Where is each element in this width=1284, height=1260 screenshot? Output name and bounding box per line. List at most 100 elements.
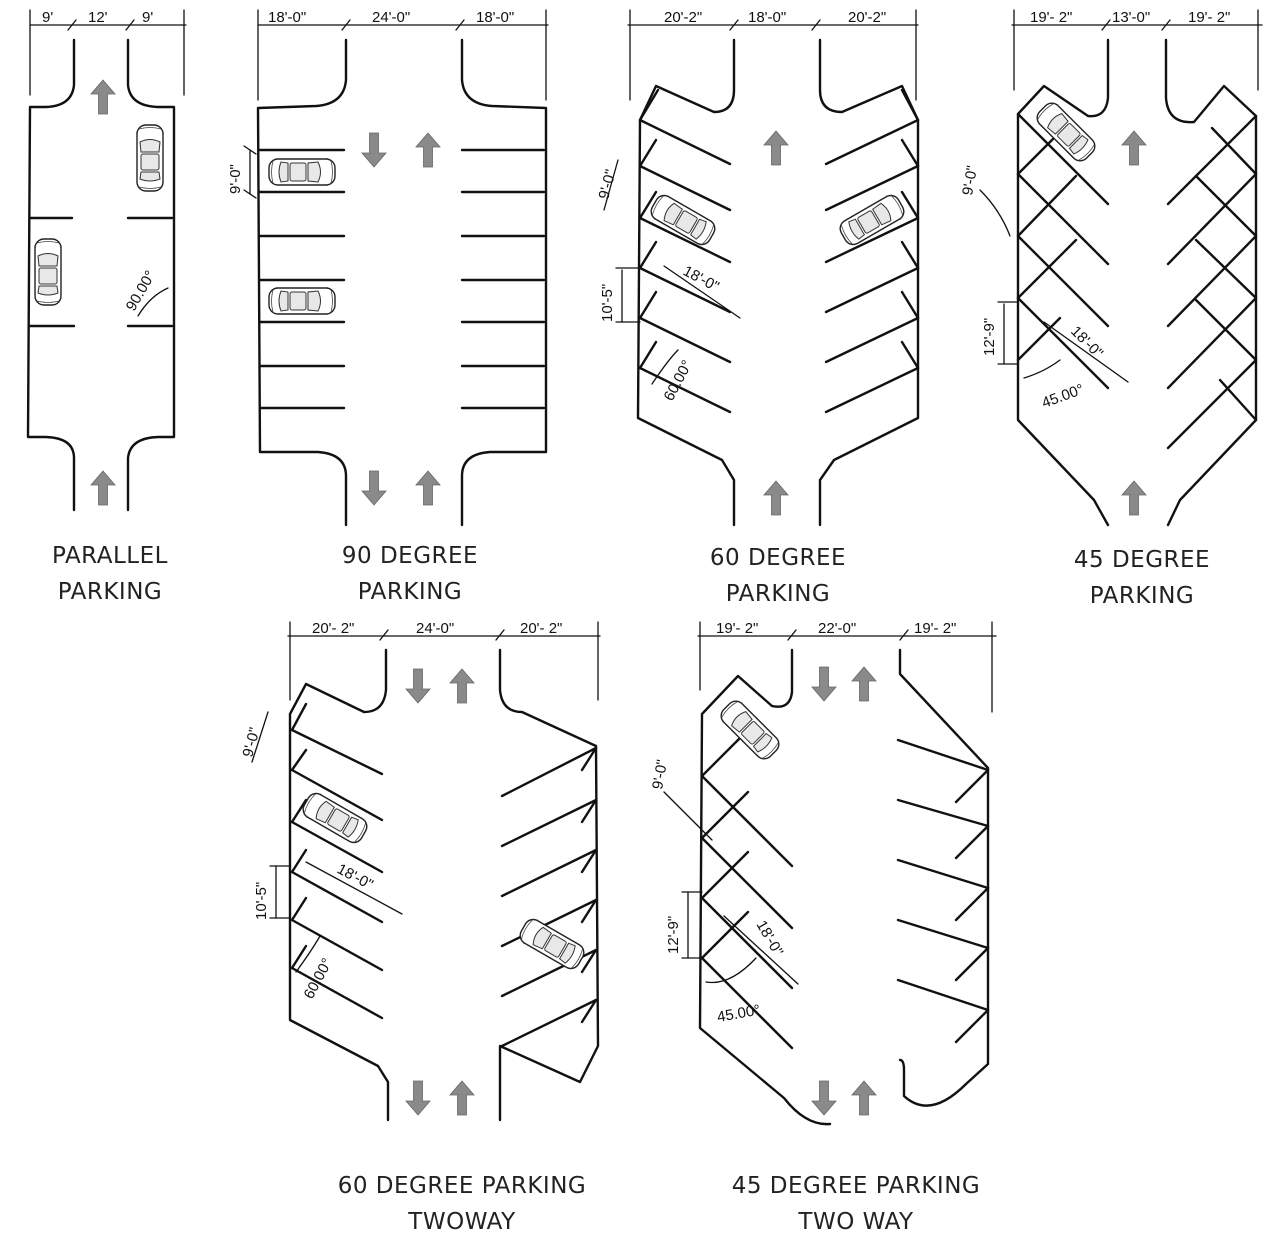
stall-length-dimension: 18'-0" bbox=[723, 915, 799, 985]
dimension-label: 19'- 2" bbox=[1030, 9, 1072, 26]
dimension-line: 19'- 2" 13'-0" 19'- 2" bbox=[1011, 9, 1263, 91]
angle-arc bbox=[1023, 359, 1061, 379]
angle-arc bbox=[295, 935, 321, 973]
stall-depth-dimension: 12'-9" bbox=[981, 301, 1019, 365]
car-top-view-icon bbox=[298, 788, 372, 848]
dimension-label: 13'-0" bbox=[1112, 9, 1150, 26]
caption-line: PARKING bbox=[1089, 583, 1195, 609]
lot-outline bbox=[698, 648, 990, 1126]
parallel-parking-layout: 9' 12' 9' 90.00° bbox=[26, 9, 187, 512]
stall-depth-dimension: 12'-9" bbox=[665, 891, 703, 959]
caption-line: PARKING bbox=[725, 581, 831, 607]
dimension-label: 24'-0" bbox=[416, 620, 454, 637]
traffic-direction-arrow-icon bbox=[415, 132, 441, 168]
lot-outline bbox=[636, 38, 920, 527]
traffic-direction-arrow-icon bbox=[763, 130, 789, 166]
layout-caption-90-degree: 90 DEGREE PARKING bbox=[310, 538, 510, 610]
dimension-label: 12'-9" bbox=[981, 318, 998, 356]
traffic-direction-arrow-icon bbox=[1121, 130, 1147, 166]
traffic-direction-arrow-icon bbox=[405, 668, 431, 704]
stall-width-dimension: 9'-0" bbox=[649, 758, 713, 841]
dimension-line: 9' 12' 9' bbox=[29, 9, 187, 96]
dimension-label: 18'-0" bbox=[268, 9, 306, 26]
lot-outline bbox=[256, 38, 548, 527]
angle-label: 90.00° bbox=[123, 268, 159, 314]
stall-length-dimension: 18'-0" bbox=[1043, 321, 1129, 383]
caption-line: 60 DEGREE PARKING bbox=[337, 1173, 587, 1199]
dimension-line: 20'-2" 18'-0" 20'-2" bbox=[627, 9, 919, 101]
layout-caption-45-degree-two-way: 45 DEGREE PARKING TWO WAY bbox=[706, 1168, 1006, 1240]
caption-line: PARKING bbox=[357, 579, 463, 605]
layout-caption-60-degree-two-way: 60 DEGREE PARKING TWOWAY bbox=[312, 1168, 612, 1240]
traffic-direction-arrow-icon bbox=[763, 480, 789, 516]
car-top-view-icon bbox=[268, 157, 336, 187]
angle-label: 45.00° bbox=[716, 1002, 762, 1026]
stall-width-dimension: 9'-0" bbox=[239, 711, 269, 763]
stall-width-dimension: 9'-0" bbox=[959, 164, 1011, 237]
dimension-label: 22'-0" bbox=[818, 620, 856, 637]
car-top-view-icon bbox=[1032, 98, 1100, 166]
caption-line: TWO WAY bbox=[798, 1209, 914, 1235]
traffic-direction-arrow-icon bbox=[90, 470, 116, 506]
traffic-direction-arrow-icon bbox=[851, 1080, 877, 1116]
stall-lines bbox=[290, 702, 598, 1048]
dimension-line: 20'- 2" 24'-0" 20'- 2" bbox=[287, 620, 601, 701]
layout-caption-45-degree: 45 DEGREE PARKING bbox=[1042, 542, 1242, 614]
stall-lines bbox=[700, 732, 990, 1050]
traffic-direction-arrow-icon bbox=[811, 666, 837, 702]
stall-lines bbox=[1016, 112, 1258, 450]
traffic-direction-arrow-icon bbox=[851, 666, 877, 702]
traffic-direction-arrow-icon bbox=[90, 79, 116, 115]
traffic-direction-arrow-icon bbox=[449, 1080, 475, 1116]
dimension-label: 10'-5" bbox=[599, 284, 616, 322]
dimension-label: 20'-2" bbox=[848, 9, 886, 26]
dimension-label: 9'-0" bbox=[227, 164, 244, 194]
dimension-label: 9'-0" bbox=[959, 164, 981, 196]
traffic-direction-arrow-icon bbox=[405, 1080, 431, 1116]
dimension-label: 18'-0" bbox=[748, 9, 786, 26]
60-degree-two-way-parking-layout: 20'- 2" 24'-0" 20'- 2" 9'-0" 10'-5" bbox=[239, 620, 601, 1122]
caption-line: 60 DEGREE bbox=[709, 545, 847, 571]
dimension-label: 20'- 2" bbox=[520, 620, 562, 637]
traffic-direction-arrow-icon bbox=[449, 668, 475, 704]
dimension-label: 19'- 2" bbox=[716, 620, 758, 637]
caption-line: PARALLEL bbox=[52, 543, 168, 569]
car-top-view-icon bbox=[33, 238, 63, 306]
dimension-label: 10'-5" bbox=[253, 882, 270, 920]
layout-caption-parallel: PARALLEL PARKING bbox=[20, 538, 200, 610]
stall-lines bbox=[258, 148, 546, 410]
dimension-label: 9'-0" bbox=[649, 758, 671, 790]
traffic-direction-arrow-icon bbox=[361, 132, 387, 168]
60-degree-parking-layout: 20'-2" 18'-0" 20'-2" 9'-0" 10'-5" bbox=[595, 9, 920, 527]
traffic-direction-arrow-icon bbox=[361, 470, 387, 506]
lot-outline bbox=[288, 648, 600, 1122]
caption-line: TWOWAY bbox=[408, 1209, 516, 1235]
layout-caption-60-degree: 60 DEGREE PARKING bbox=[678, 540, 878, 612]
car-top-view-icon bbox=[268, 286, 336, 316]
dimension-label: 9'-0" bbox=[239, 726, 263, 759]
caption-line: 45 DEGREE PARKING bbox=[731, 1173, 981, 1199]
angle-arc bbox=[651, 349, 679, 385]
dimension-label: 12' bbox=[88, 9, 108, 26]
angle-arc bbox=[705, 957, 757, 984]
45-degree-two-way-parking-layout: 19'- 2" 22'-0" 19'- 2" 9'-0" 12'-9" bbox=[649, 620, 997, 1126]
stall-width-dimension: 9'-0" bbox=[595, 159, 620, 211]
stall-depth-dimension: 10'-5" bbox=[599, 267, 641, 323]
dimension-label: 20'-2" bbox=[664, 9, 702, 26]
car-top-view-icon bbox=[135, 124, 165, 192]
stall-lines bbox=[638, 88, 920, 414]
lot-outline bbox=[1016, 38, 1258, 527]
stall-length-dimension: 18'-0" bbox=[663, 263, 741, 319]
dimension-line: 18'-0" 24'-0" 18'-0" bbox=[257, 9, 549, 101]
stall-depth-dimension: 10'-5" bbox=[253, 865, 291, 920]
dimension-label: 12'-9" bbox=[665, 916, 682, 954]
angle-label: 60.00° bbox=[301, 955, 336, 1001]
dimension-label: 19'- 2" bbox=[1188, 9, 1230, 26]
90-degree-parking-layout: 18'-0" 24'-0" 18'-0" 9'-0" bbox=[227, 9, 549, 527]
dimension-label: 9'-0" bbox=[595, 168, 619, 201]
dimension-label: 24'-0" bbox=[372, 9, 410, 26]
dimension-label: 20'- 2" bbox=[312, 620, 354, 637]
traffic-direction-arrow-icon bbox=[1121, 480, 1147, 516]
traffic-direction-arrow-icon bbox=[415, 470, 441, 506]
